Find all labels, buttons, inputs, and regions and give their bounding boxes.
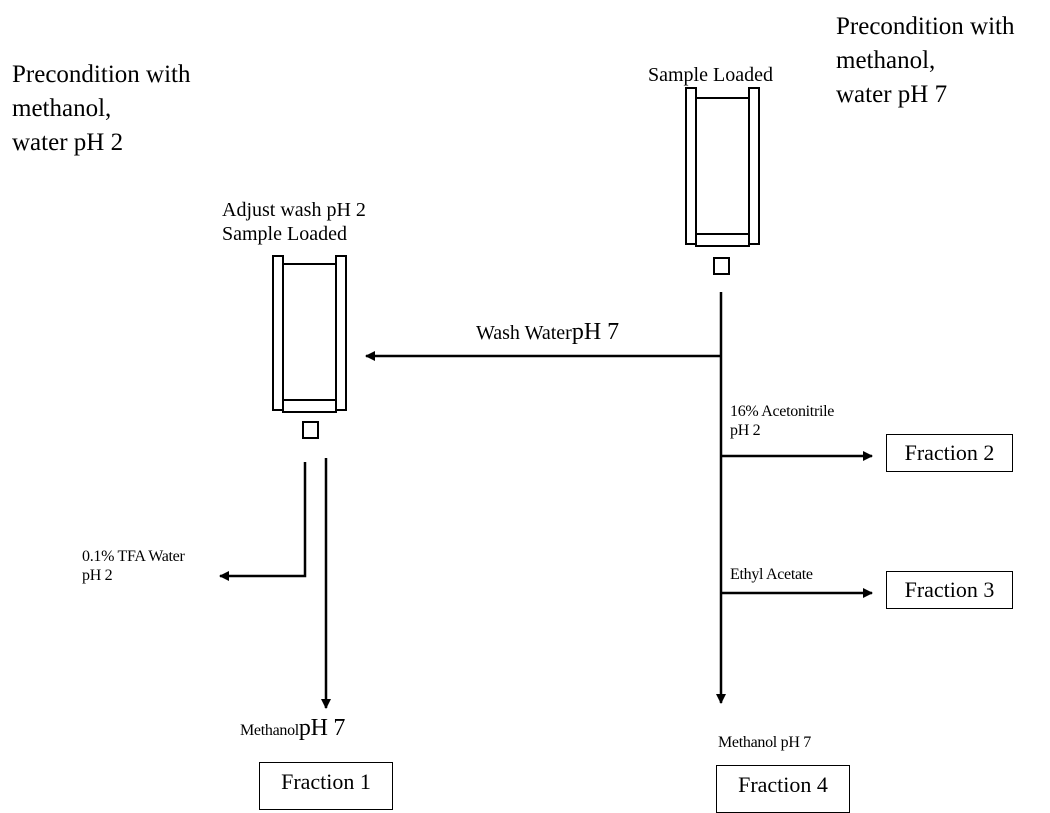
left-precondition-line-2: methanol,	[12, 92, 190, 126]
left-elution-label: MethanolpH 7	[240, 714, 345, 743]
left-cartridge-tip	[303, 422, 318, 438]
right-precondition-label: Precondition with methanol, water pH 7	[836, 10, 1014, 112]
fraction-1-box: Fraction 1	[259, 762, 393, 810]
right-elution-label: Methanol pH 7	[718, 733, 811, 752]
right-sample-loaded-label: Sample Loaded	[648, 63, 773, 87]
left-cartridge-body	[283, 264, 336, 400]
left-elution-ph: pH 7	[299, 715, 345, 741]
left-cartridge	[273, 256, 346, 438]
left-cartridge-label-line-1: Adjust wash pH 2	[222, 198, 366, 222]
left-cartridge-left-wall	[273, 256, 283, 410]
left-precondition-line-3: water pH 2	[12, 126, 190, 160]
tfa-wash-label: 0.1% TFA Water pH 2	[82, 547, 185, 585]
left-cartridge-right-wall	[336, 256, 346, 410]
right-precondition-line-2: methanol,	[836, 44, 1014, 78]
wash-transfer-label: Wash WaterpH 7	[476, 318, 619, 347]
right-precondition-line-1: Precondition with	[836, 10, 1014, 44]
tfa-wash-arrow	[220, 462, 305, 576]
acetonitrile-step-line-1: 16% Acetonitrile	[730, 402, 834, 421]
right-cartridge-body	[696, 98, 749, 234]
right-cartridge-right-wall	[749, 88, 759, 244]
tfa-wash-line-1: 0.1% TFA Water	[82, 547, 185, 566]
left-precondition-line-1: Precondition with	[12, 58, 190, 92]
acetonitrile-step-label: 16% Acetonitrile pH 2	[730, 402, 834, 440]
fraction-3-box: Fraction 3	[886, 571, 1013, 609]
ethyl-acetate-step-label: Ethyl Acetate	[730, 565, 813, 584]
right-cartridge-tip	[714, 258, 729, 274]
left-precondition-label: Precondition with methanol, water pH 2	[12, 58, 190, 160]
left-cartridge-label: Adjust wash pH 2 Sample Loaded	[222, 198, 366, 246]
left-elution-text: Methanol	[240, 722, 299, 739]
fraction-4-box: Fraction 4	[716, 765, 850, 813]
tfa-wash-line-2: pH 2	[82, 566, 185, 585]
fraction-2-box: Fraction 2	[886, 434, 1013, 472]
right-cartridge-frit	[696, 234, 749, 246]
right-cartridge	[686, 88, 759, 274]
left-cartridge-label-line-2: Sample Loaded	[222, 222, 366, 246]
left-cartridge-frit	[283, 400, 336, 412]
acetonitrile-step-line-2: pH 2	[730, 421, 834, 440]
right-cartridge-left-wall	[686, 88, 696, 244]
wash-transfer-ph: pH 7	[572, 319, 619, 345]
wash-transfer-text: Wash Water	[476, 322, 572, 344]
right-precondition-line-3: water pH 7	[836, 78, 1014, 112]
